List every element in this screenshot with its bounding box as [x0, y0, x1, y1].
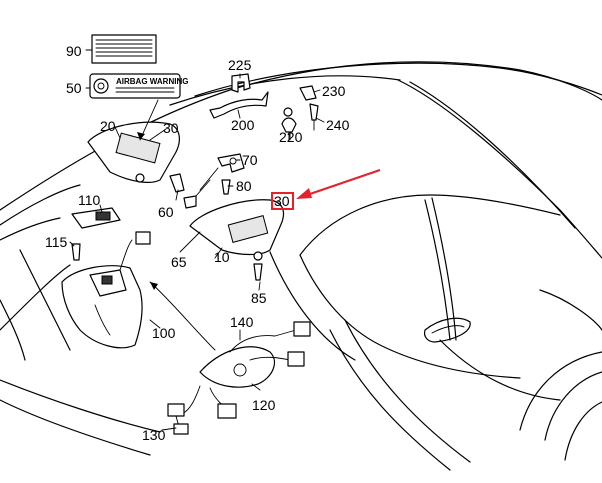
- callout-60[interactable]: 60: [158, 204, 174, 220]
- callout-30-visor[interactable]: 30: [163, 120, 179, 136]
- interior-parts: [61, 34, 319, 435]
- callout-130[interactable]: 130: [142, 427, 166, 443]
- callout-80[interactable]: 80: [236, 178, 252, 194]
- callout-70[interactable]: 70: [242, 152, 258, 168]
- callout-90[interactable]: 90: [66, 43, 82, 59]
- callout-100[interactable]: 100: [152, 325, 176, 341]
- leader-lines: [69, 49, 325, 431]
- airbag-warning-title: AIRBAG WARNING: [116, 77, 188, 86]
- callout-230[interactable]: 230: [322, 83, 346, 99]
- callout-50[interactable]: 50: [66, 80, 82, 96]
- callout-30-highlighted[interactable]: 30: [274, 193, 290, 209]
- highlight-arrow: [296, 169, 381, 199]
- callout-220[interactable]: 220: [279, 129, 303, 145]
- callout-20[interactable]: 20: [100, 118, 116, 134]
- callout-85[interactable]: 85: [251, 290, 267, 306]
- callout-labels: 90 50 20 30 225 200 230 220 240 70 80 60…: [45, 43, 350, 443]
- callout-140[interactable]: 140: [230, 314, 254, 330]
- callout-110[interactable]: 110: [78, 192, 101, 208]
- callout-65[interactable]: 65: [171, 254, 187, 270]
- callout-225[interactable]: 225: [228, 57, 252, 73]
- highlight-box: [271, 192, 294, 210]
- callout-10[interactable]: 10: [214, 249, 230, 265]
- callout-240[interactable]: 240: [326, 117, 350, 133]
- callout-115[interactable]: 115: [45, 234, 68, 250]
- car-body-outline: [0, 61, 602, 471]
- callout-120[interactable]: 120: [252, 397, 276, 413]
- callout-200[interactable]: 200: [231, 117, 255, 133]
